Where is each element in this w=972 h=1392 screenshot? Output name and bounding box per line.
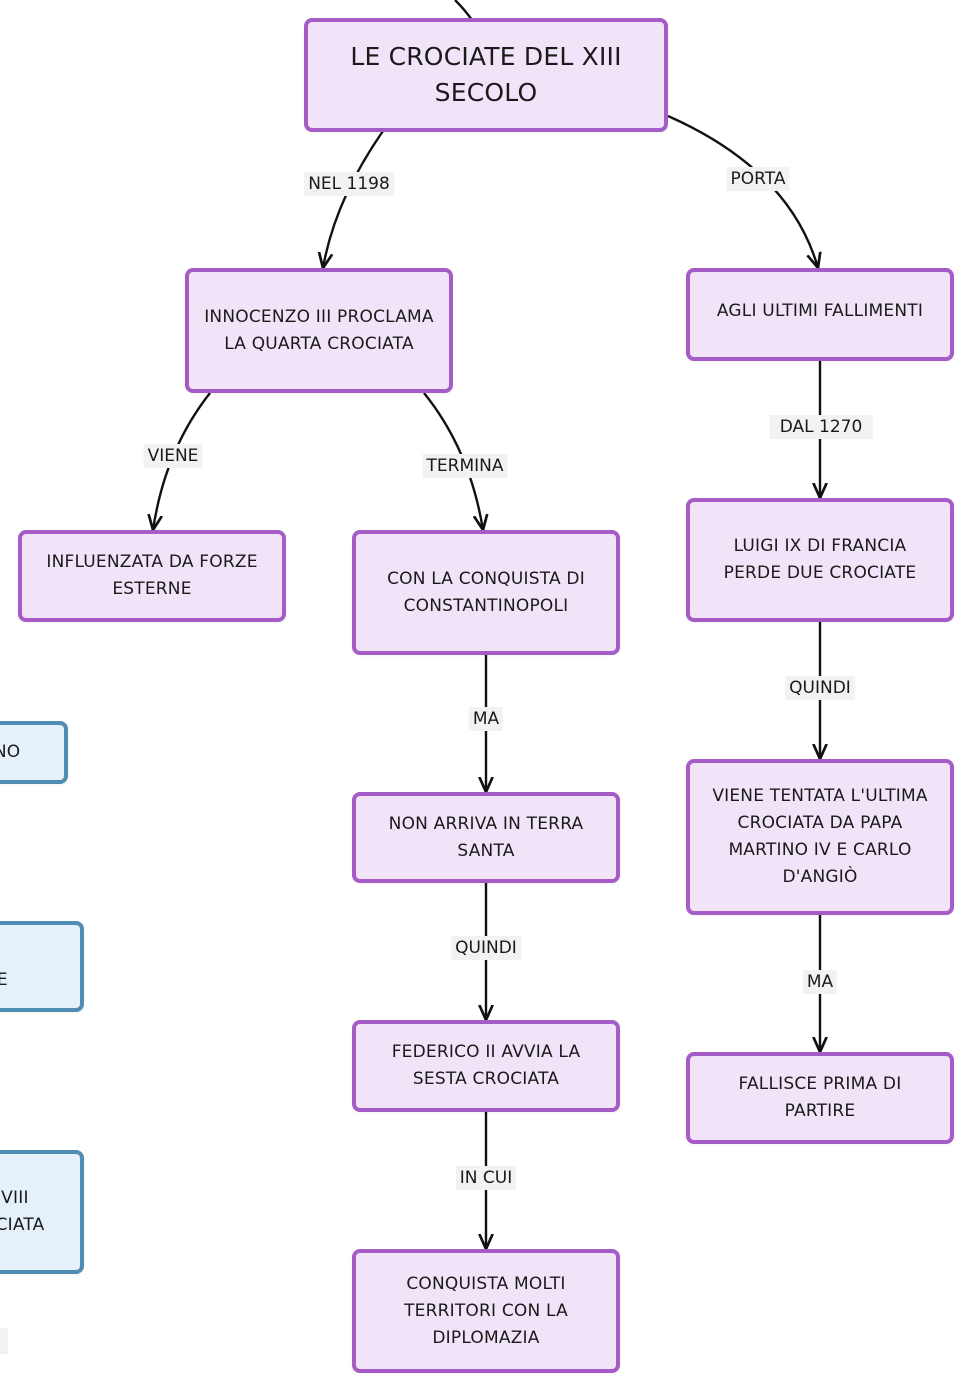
node-tentata[interactable]: VIENE TENTATA L'ULTIMA CROCIATA DA PAPA … [686,759,954,915]
node-fallimenti[interactable]: AGLI ULTIMI FALLIMENTI [686,268,954,361]
node-tentata-text: VIENE TENTATA L'ULTIMA CROCIATA DA PAPA … [712,786,928,887]
node-luigi[interactable]: LUIGI IX DI FRANCIA PERDE DUE CROCIATE [686,498,954,622]
node-fallisce[interactable]: FALLISCE PRIMA DI PARTIRE [686,1052,954,1144]
side-node-3-text: O VIII OCIATA [0,1188,45,1235]
edge-label-ma-center: MA [468,707,504,731]
node-conquista-costantinopoli-text: CON LA CONQUISTA DI CONSTANTINOPOLI [387,568,585,616]
edge-label-ma-right: MA [802,970,838,994]
side-node-2-text: A ME [0,969,8,990]
node-non-arriva[interactable]: NON ARRIVA IN TERRA SANTA [352,792,620,883]
node-luigi-text: LUIGI IX DI FRANCIA PERDE DUE CROCIATE [723,536,917,583]
node-fallisce-text: FALLISCE PRIMA DI PARTIRE [738,1074,902,1121]
side-node-2[interactable]: A ME [0,921,84,1012]
node-federico[interactable]: FEDERICO II AVVIA LA SESTA CROCIATA [352,1020,620,1112]
side-label-fragment [0,1328,8,1354]
side-node-3[interactable]: O VIII OCIATA [0,1150,84,1274]
edge-label-dal-1270: DAL 1270 [769,415,873,439]
node-conquista-territori[interactable]: CONQUISTA MOLTI TERRITORI CON LA DIPLOMA… [352,1249,620,1373]
edge-label-quindi-center: QUINDI [451,936,521,960]
edge-porta [667,114,818,268]
node-federico-text: FEDERICO II AVVIA LA SESTA CROCIATA [391,1042,581,1089]
edge-label-nel-1198: NEL 1198 [304,172,394,196]
edge-label-quindi-right: QUINDI [785,676,855,700]
edge-label-viene: VIENE [143,444,203,468]
edge-label-porta: PORTA [726,167,790,191]
side-node-1[interactable]: ANO [0,721,68,784]
side-node-1-text: ANO [0,742,21,762]
root-node[interactable]: LE CROCIATE DEL XIII SECOLO [304,18,668,132]
node-influenzata[interactable]: INFLUENZATA DA FORZE ESTERNE [18,530,286,622]
node-fallimenti-text: AGLI ULTIMI FALLIMENTI [716,301,924,321]
node-influenzata-text: INFLUENZATA DA FORZE ESTERNE [46,552,258,599]
node-innocenzo-text: INNOCENZO III PROCLAMA LA QUARTA CROCIAT… [204,306,434,354]
edge-label-termina: TERMINA [422,454,508,478]
node-non-arriva-text: NON ARRIVA IN TERRA SANTA [388,813,584,861]
node-conquista-costantinopoli[interactable]: CON LA CONQUISTA DI CONSTANTINOPOLI [352,530,620,655]
node-conquista-territori-text: CONQUISTA MOLTI TERRITORI CON LA DIPLOMA… [404,1273,568,1348]
edge-top-entry [454,0,473,21]
node-innocenzo[interactable]: INNOCENZO III PROCLAMA LA QUARTA CROCIAT… [185,268,453,393]
edge-label-in-cui: IN CUI [455,1166,517,1190]
edge-nel-1198 [323,130,384,268]
root-node-text: LE CROCIATE DEL XIII SECOLO [350,42,622,107]
